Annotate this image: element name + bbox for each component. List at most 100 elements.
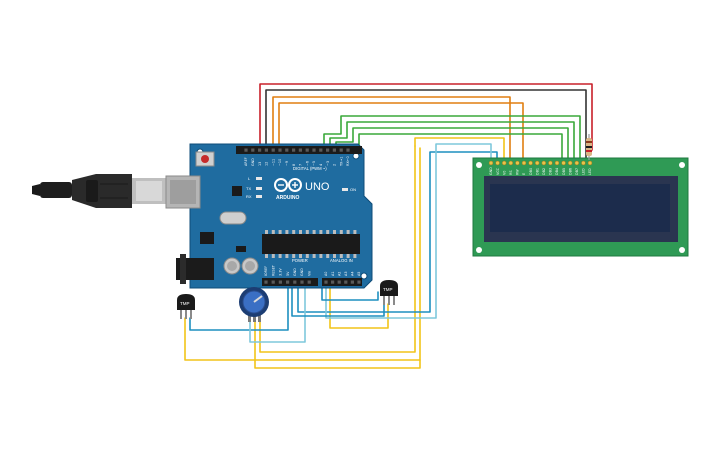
lcd-pin-label: V0 <box>502 171 506 175</box>
power-pin-hole[interactable] <box>264 280 268 284</box>
chip-pin <box>271 230 275 234</box>
power-pin-hole[interactable] <box>300 280 304 284</box>
wire-red[interactable] <box>259 83 593 151</box>
digital-pin-hole[interactable] <box>258 148 262 152</box>
lcd-pin-label: RS <box>509 170 513 175</box>
digital-pin-hole[interactable] <box>326 148 330 152</box>
digital-pin-hole[interactable] <box>285 148 289 152</box>
power-pin-hole[interactable] <box>307 280 311 284</box>
temp-sensor-left[interactable]: TMP <box>177 294 195 319</box>
analog-pin-label: A0 <box>324 272 328 276</box>
digital-pin-hole[interactable] <box>346 148 350 152</box>
digital-pin-hole[interactable] <box>319 148 323 152</box>
chip-pin <box>319 254 323 258</box>
chip-pin <box>285 254 289 258</box>
power-pin-label: GND <box>293 268 297 276</box>
lcd-pin[interactable] <box>581 160 586 166</box>
resistor[interactable] <box>586 134 592 160</box>
analog-pin-hole[interactable] <box>344 280 348 284</box>
digital-pin-hole[interactable] <box>251 148 255 152</box>
power-pin-hole[interactable] <box>278 280 282 284</box>
wire-blue-4[interactable] <box>321 281 379 301</box>
chip-pin <box>353 254 357 258</box>
power-pin-hole[interactable] <box>271 280 275 284</box>
wire-blue-1[interactable] <box>189 281 289 331</box>
lcd-pin[interactable] <box>534 160 540 166</box>
digital-pin-label: RX←0 <box>346 156 350 166</box>
lcd-pin[interactable] <box>508 160 514 166</box>
lcd-pin[interactable] <box>587 160 593 166</box>
chip-pin <box>339 230 343 234</box>
wire-green-2[interactable] <box>329 121 575 163</box>
lcd-pin[interactable] <box>495 160 500 166</box>
digital-pin-hole[interactable] <box>264 148 268 152</box>
chip-pin <box>292 230 296 234</box>
lcd-pin[interactable] <box>528 160 533 166</box>
reset-button[interactable] <box>201 155 209 163</box>
digital-pin-hole[interactable] <box>298 148 302 152</box>
wire-yellow-lcd[interactable] <box>414 137 505 163</box>
analog-pin-label: A4 <box>351 272 355 276</box>
lcd-pin-label: VCC <box>496 167 500 175</box>
power-pin-hole[interactable] <box>286 280 290 284</box>
lcd-pin[interactable] <box>548 160 553 166</box>
pot-knob-indicator <box>253 295 263 303</box>
lcd-pin[interactable] <box>488 160 494 166</box>
chip-pin <box>305 254 309 258</box>
wire-yellow-left-sensor[interactable] <box>184 147 421 361</box>
lcd-pin[interactable] <box>561 160 566 166</box>
usb-cable[interactable] <box>32 174 166 208</box>
analog-pin-hole[interactable] <box>337 280 341 284</box>
lcd-pin-label: DB3 <box>549 168 553 175</box>
wire-blue-3[interactable] <box>291 281 385 317</box>
digital-pin-label: ~10 <box>278 159 282 166</box>
digital-pin-label: 2 <box>333 164 337 166</box>
wire-orange-2[interactable] <box>278 102 524 163</box>
board-model-label: UNO <box>305 181 330 193</box>
analog-pin-hole[interactable] <box>331 280 335 284</box>
lcd-pin[interactable] <box>554 160 560 166</box>
digital-pin-hole[interactable] <box>312 148 316 152</box>
lcd-pin[interactable] <box>574 160 580 166</box>
digital-pin-hole[interactable] <box>305 148 309 152</box>
wire-yellow-bottom[interactable] <box>254 317 421 369</box>
lcd-pin[interactable] <box>541 160 547 166</box>
digital-pin-label: TX→1 <box>339 157 343 167</box>
lcd-pin[interactable] <box>515 160 520 166</box>
power-pin-label: IOREF <box>264 266 268 276</box>
lcd-pin[interactable] <box>501 160 507 166</box>
wire-green-3[interactable] <box>335 127 569 163</box>
wire-lightblue-1[interactable] <box>249 281 306 343</box>
analog-pin-hole[interactable] <box>357 280 361 284</box>
lcd-pin-label: DB4 <box>555 168 559 175</box>
digital-pin-hole[interactable] <box>278 148 282 152</box>
analog-pin-hole[interactable] <box>324 280 328 284</box>
digital-pin-hole[interactable] <box>292 148 296 152</box>
digital-pin-hole[interactable] <box>244 148 248 152</box>
digital-pin-hole[interactable] <box>271 148 275 152</box>
wire-black[interactable] <box>265 89 587 161</box>
wire-orange-1[interactable] <box>272 96 511 163</box>
analog-pin-hole[interactable] <box>350 280 354 284</box>
digital-pin-label: ~3 <box>326 161 330 166</box>
power-pin-label: 5V <box>286 271 290 276</box>
power-pin-hole[interactable] <box>293 280 297 284</box>
lcd-pin[interactable] <box>521 160 527 166</box>
chip-pin <box>333 254 336 258</box>
wire-green-1[interactable] <box>323 115 581 163</box>
temp-sensor-right[interactable]: TMP <box>380 280 398 305</box>
digital-pin-hole[interactable] <box>339 148 343 152</box>
potentiometer[interactable] <box>239 287 269 322</box>
power-pin-label: Vin <box>307 271 311 276</box>
wire-blue-2[interactable] <box>297 151 498 313</box>
lcd-pin-label: DB1 <box>535 168 539 175</box>
lcd-pin[interactable] <box>567 160 573 166</box>
digital-pin-hole[interactable] <box>332 148 336 152</box>
wire-lightblue-2[interactable] <box>325 143 492 319</box>
wire-yellow-right-sensor[interactable] <box>329 281 389 329</box>
